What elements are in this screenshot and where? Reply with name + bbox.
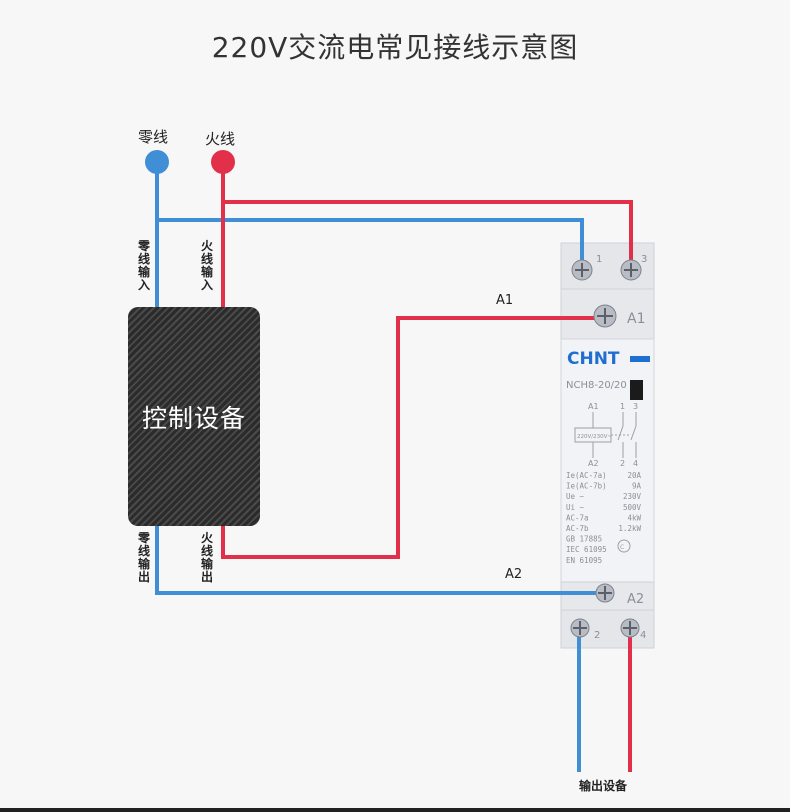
switch-window — [630, 380, 643, 400]
certification-mark-icon: C — [617, 539, 631, 553]
specs_right-line: 4kW — [627, 513, 641, 522]
brand-stripe — [630, 356, 650, 362]
screw-4-icon — [620, 618, 640, 638]
schematic-3: 3 — [633, 402, 638, 411]
screw-a1-icon — [593, 304, 617, 328]
control-device-label: 控制设备 — [141, 403, 246, 433]
terminal-label-2: 2 — [594, 630, 600, 641]
screw-1-icon — [571, 259, 593, 281]
wire-label-a1: A1 — [496, 293, 513, 308]
neutral-input-label: 零线输入 — [137, 239, 150, 292]
specs_left-line: IEC 61095 — [566, 545, 607, 554]
terminal-label-a1: A1 — [627, 311, 645, 327]
terminal-label-3: 3 — [641, 254, 647, 265]
page-title: 220V交流电常见接线示意图 — [211, 31, 579, 64]
brand-logo: CHNT — [567, 349, 620, 369]
live-input-label: 火线输入 — [200, 239, 213, 292]
wire-label-a2: A2 — [505, 567, 522, 582]
coil-label: 220V/230V~ — [577, 434, 612, 440]
live-wires — [221, 173, 633, 772]
terminal-label-a2: A2 — [627, 592, 644, 607]
specs_right-line: 20A — [627, 471, 641, 480]
terminal-label-1: 1 — [596, 254, 602, 265]
neutral-label: 零线 — [138, 128, 169, 146]
bottom-border — [0, 808, 790, 812]
screw-a2-icon — [595, 583, 615, 603]
neutral-wire-input — [155, 173, 584, 265]
specs_left-line: EN 61095 — [566, 556, 602, 565]
screw-3-icon — [620, 259, 642, 281]
specs_right-line: 1.2kW — [618, 524, 641, 533]
specs_right-line: 500V — [623, 503, 642, 512]
control-device: 控制设备 — [128, 307, 260, 526]
specs_left-line: Ie(AC-7b) — [566, 482, 607, 491]
neutral-wire-output — [155, 526, 604, 595]
neutral-output-label: 零线输出 — [137, 531, 150, 584]
schematic-a1: A1 — [588, 402, 599, 411]
schematic — [574, 412, 637, 458]
specs_left-line: AC-7a — [566, 513, 589, 522]
schematic-1: 1 — [620, 402, 625, 411]
live-wire-input — [221, 173, 633, 265]
schematic-a2: A2 — [588, 459, 599, 468]
live-output-label: 火线输出 — [200, 531, 213, 584]
terminal-label-4: 4 — [640, 630, 646, 641]
neutral-wires — [155, 173, 604, 772]
specs_left-line: GB 17885 — [566, 535, 602, 544]
specs_left-line: Ue ~ — [566, 492, 585, 501]
screw-terminals — [570, 259, 642, 638]
svg-text:C: C — [620, 544, 624, 551]
live-wire-output — [221, 316, 604, 559]
neutral-terminal-dot — [145, 150, 169, 174]
specs_right-line: 9A — [632, 482, 642, 491]
schematic-2: 2 — [620, 459, 625, 468]
specs_left-line: Ui ~ — [566, 503, 585, 512]
specs_left-line: Ie(AC-7a) — [566, 471, 607, 480]
schematic-4: 4 — [633, 459, 638, 468]
model-number: NCH8-20/20 — [566, 380, 627, 391]
specs_left-line: AC-7b — [566, 524, 589, 533]
live-label: 火线 — [205, 130, 236, 148]
live-terminal-dot — [211, 150, 235, 174]
screw-2-icon — [570, 618, 590, 638]
specs_right-line: 230V — [623, 492, 642, 501]
output-device-label: 输出设备 — [579, 778, 628, 793]
